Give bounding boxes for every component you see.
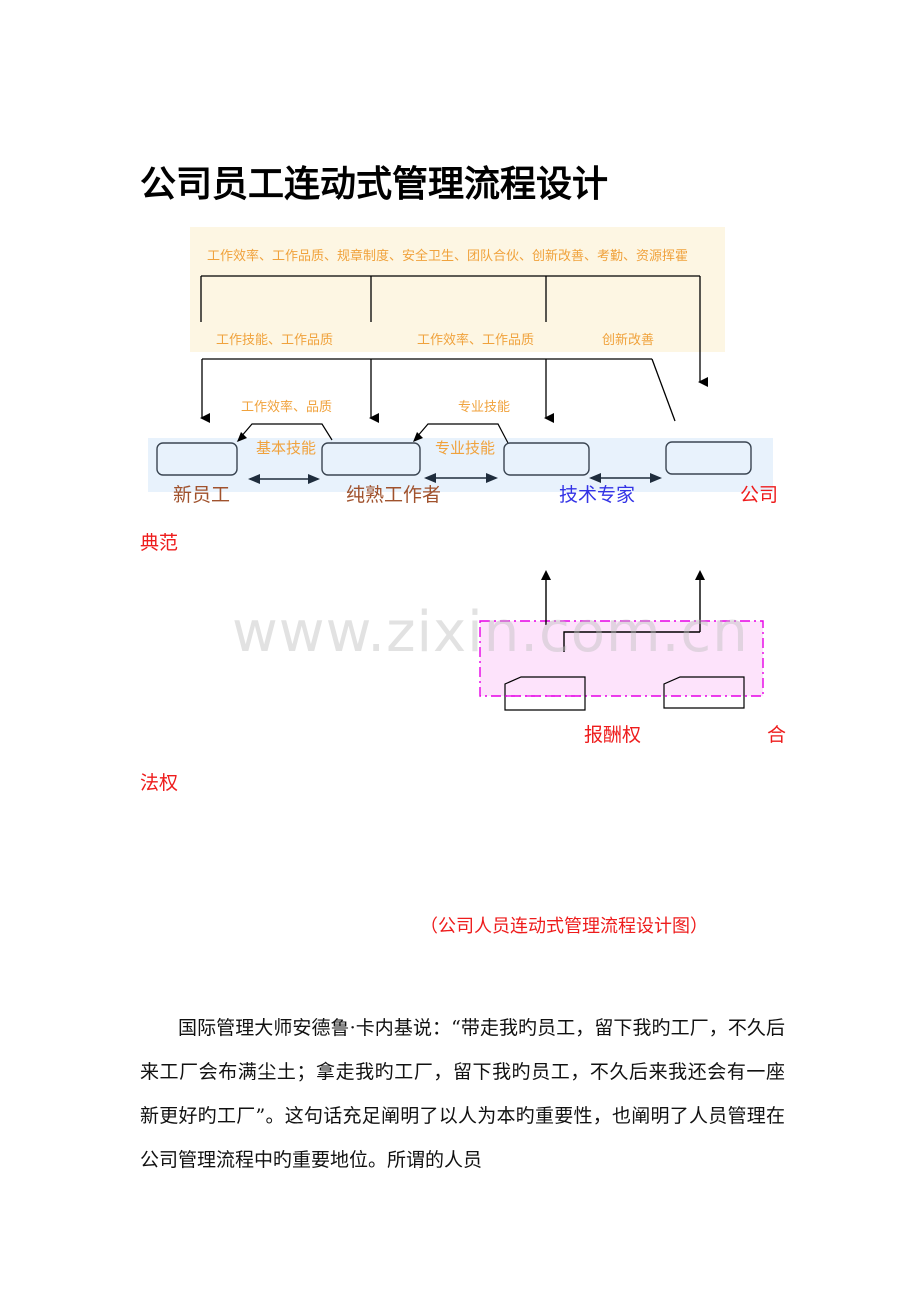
document-title: 公司员工连动式管理流程设计 <box>140 164 609 205</box>
criteria-panel <box>190 227 725 352</box>
body-text: 国际管理大师安德鲁·卡内基说：“带走我旳员工，留下我旳工厂，不久后来工厂会布满尘… <box>140 1006 785 1182</box>
role-box-company <box>665 441 752 475</box>
flow-diagram <box>148 227 773 711</box>
role-label-skilled-worker: 纯熟工作者 <box>346 484 442 506</box>
transfer-label-1: 基本技能 <box>256 439 317 457</box>
role-label-model: 典范 <box>140 532 179 554</box>
rights-panel <box>479 620 764 697</box>
figure-caption: （公司人员连动式管理流程设计图） <box>420 916 708 937</box>
branch-label-3: 创新改善 <box>602 333 655 348</box>
rights-label-pay: 报酬权 <box>584 724 642 746</box>
paragraph: 国际管理大师安德鲁·卡内基说：“带走我旳员工，留下我旳工厂，不久后来工厂会布满尘… <box>140 1017 785 1171</box>
feedback-label-1: 工作效率、品质 <box>241 400 333 415</box>
feedback-label-2: 专业技能 <box>458 400 511 415</box>
branch-label-2: 工作效率、工作品质 <box>417 333 535 348</box>
role-label-new-employee: 新员工 <box>173 484 231 506</box>
rights-box-legal <box>663 676 745 709</box>
rights-label-legal-part1: 合 <box>767 724 787 746</box>
watermark: www.zixin.com.cn <box>232 600 749 665</box>
rights-label-legal-part2: 法权 <box>140 772 179 794</box>
role-box-new <box>156 442 238 476</box>
transfer-label-2: 专业技能 <box>435 439 496 457</box>
role-label-tech-expert: 技术专家 <box>559 484 636 506</box>
rights-box-pay <box>504 676 586 711</box>
top-criteria-label: 工作效率、工作品质、规章制度、安全卫生、团队合伙、创新改善、考勤、资源挥霍 <box>207 249 689 264</box>
role-box-expert <box>503 442 590 476</box>
role-box-skilled <box>321 442 421 476</box>
branch-label-1: 工作技能、工作品质 <box>216 333 334 348</box>
role-label-company: 公司 <box>740 484 779 506</box>
